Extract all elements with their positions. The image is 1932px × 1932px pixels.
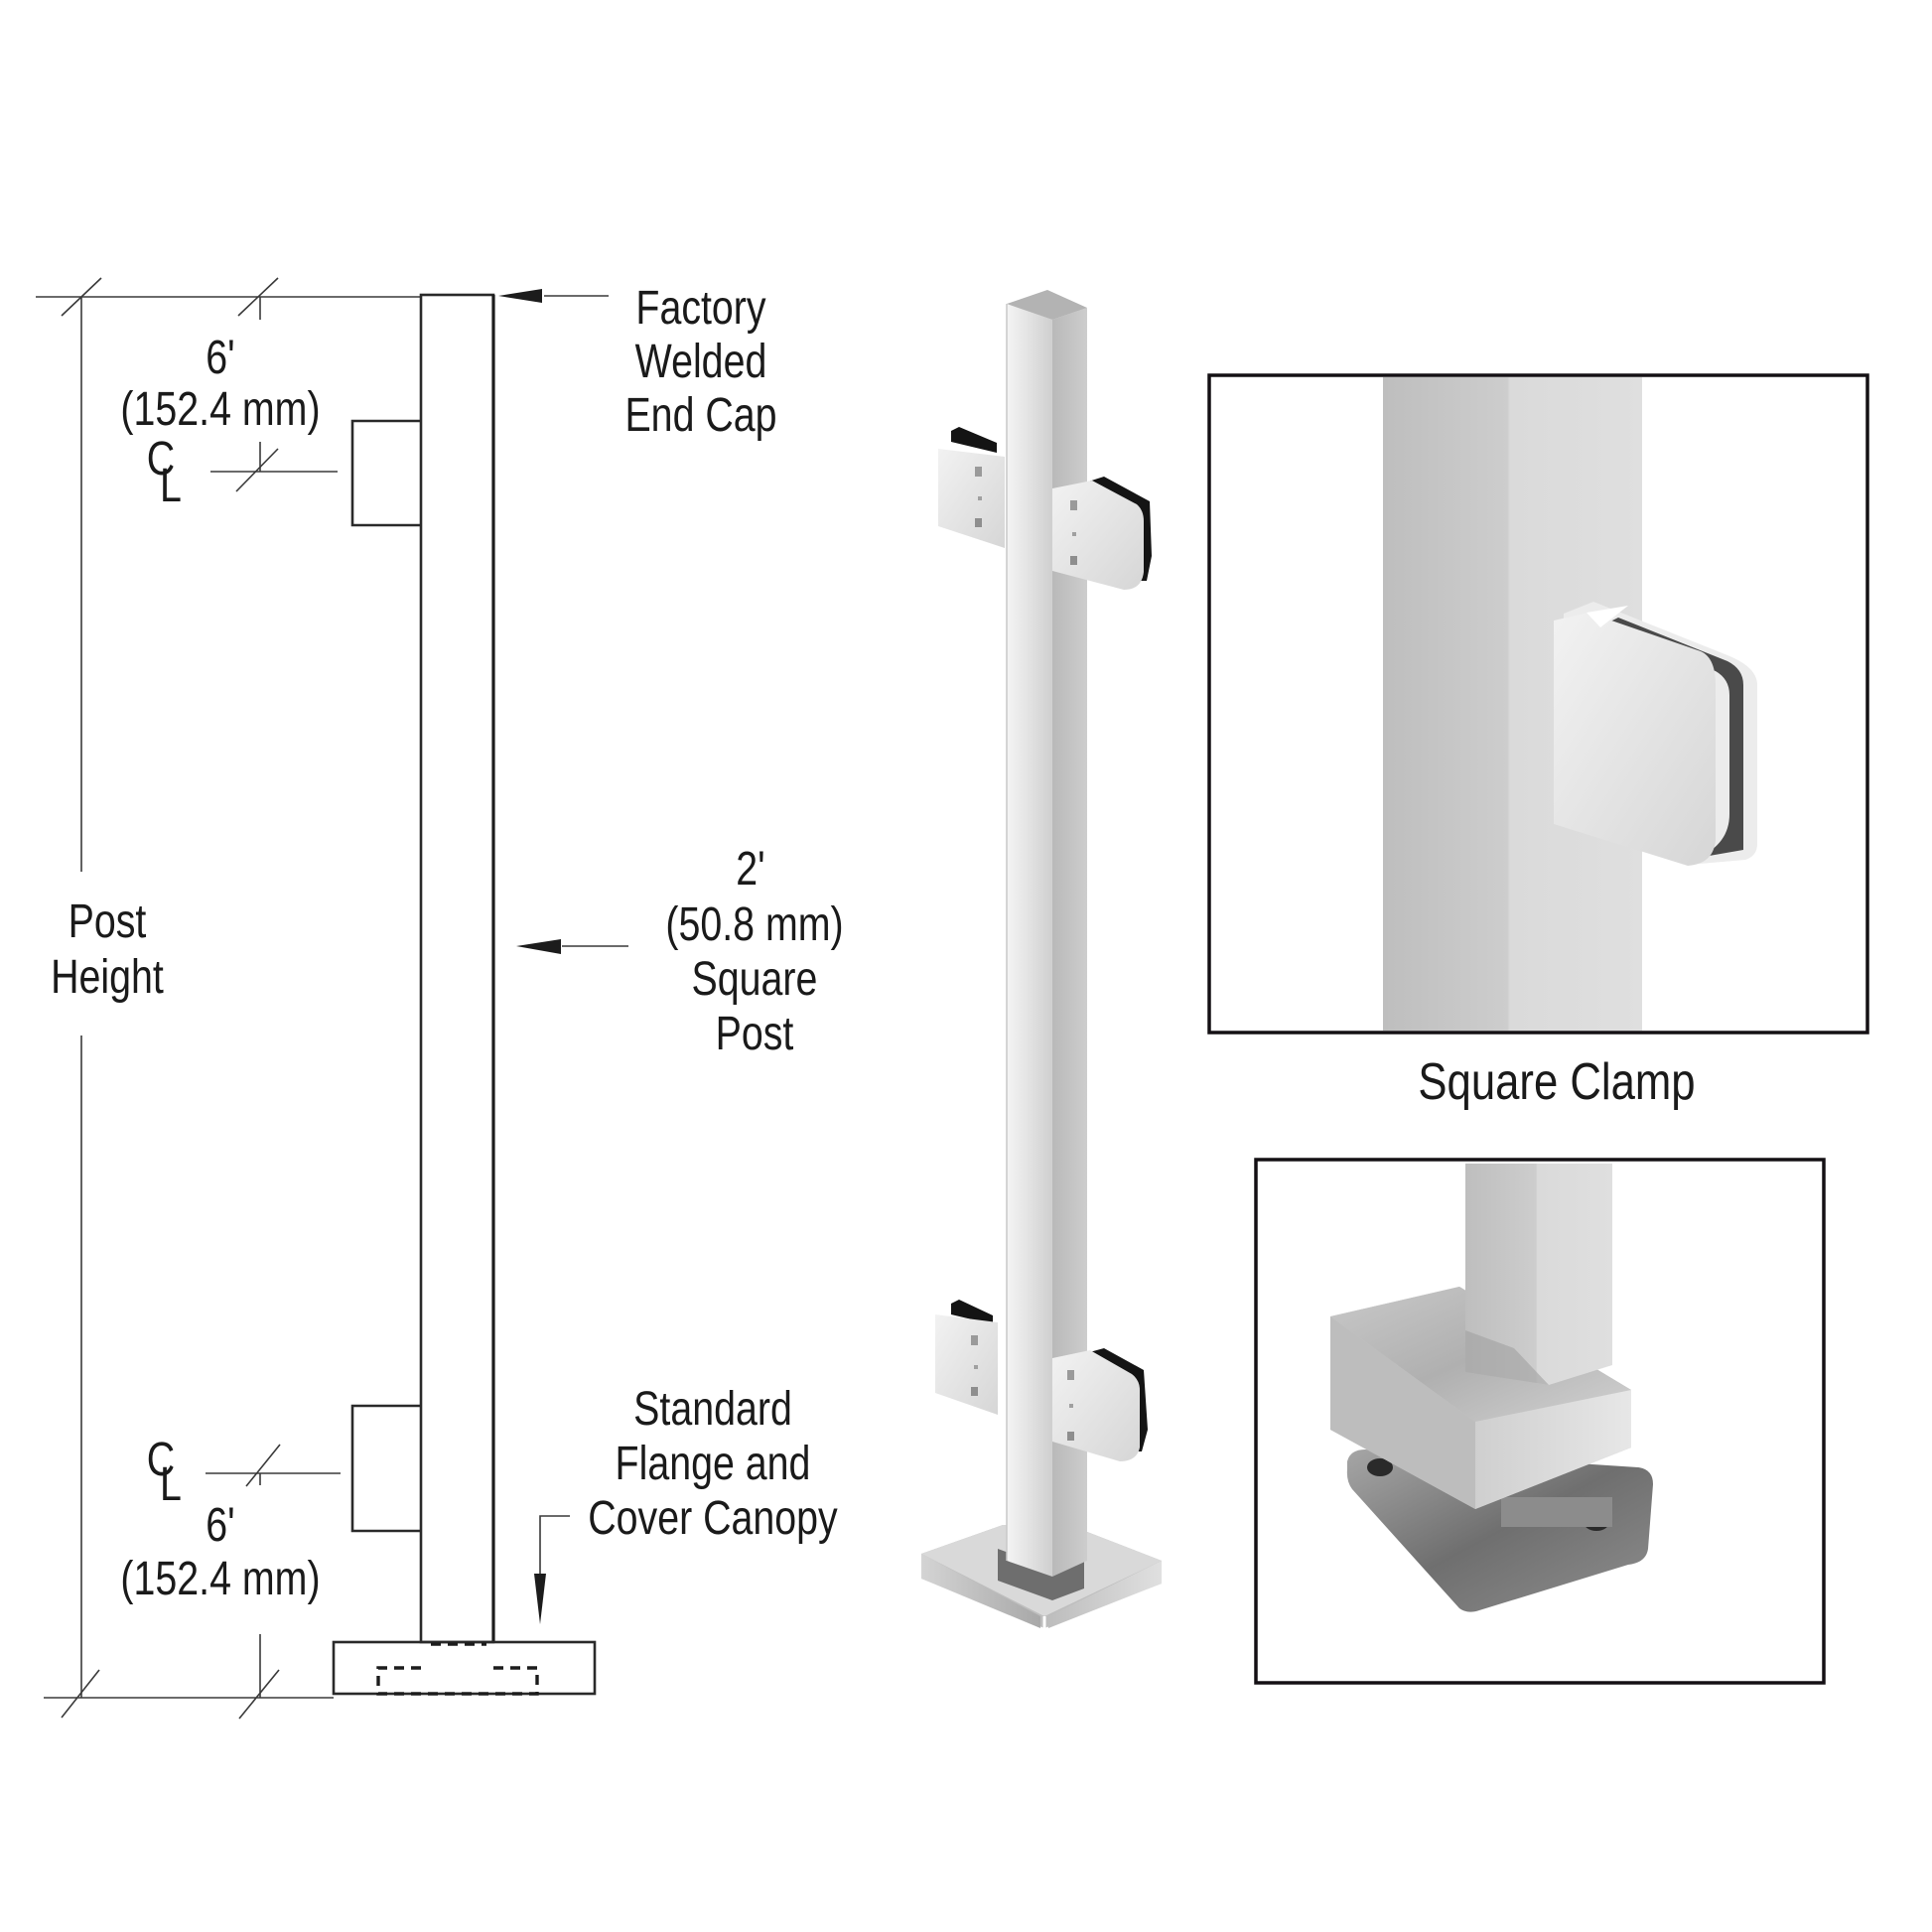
flange-cover-front-left	[1330, 1316, 1475, 1509]
post-height-label-line2: Height	[51, 950, 164, 1004]
clamp-screw	[1067, 1432, 1074, 1441]
top-offset-metric: (152.4 mm)	[120, 382, 320, 436]
centerline-symbol-l: L	[160, 459, 182, 512]
clamp-body	[938, 449, 1005, 548]
end-cap-label-line3: End Cap	[624, 388, 776, 442]
tick-mark	[237, 277, 279, 317]
flange-outline	[332, 1640, 597, 1696]
mounting-hole	[1367, 1458, 1393, 1476]
post-size-type: Post	[716, 1007, 794, 1060]
base-plate-front-right	[1048, 1561, 1162, 1628]
centerline-symbol-l: L	[160, 1457, 182, 1511]
flange-label-line1: Standard	[633, 1382, 792, 1436]
detail-clamp-face	[1554, 613, 1716, 866]
clamp-screw	[971, 1387, 978, 1396]
flange-arrowhead	[534, 1574, 546, 1624]
post-size-shape: Square	[692, 952, 818, 1006]
centerline-symbol-c: C	[147, 432, 175, 485]
bottom-clamp-outline	[350, 1404, 421, 1533]
detail-clamp-gasket	[1598, 618, 1743, 858]
end-cap-arrowhead	[498, 289, 542, 303]
post-side-face	[1052, 308, 1087, 1577]
mounting-plate	[1346, 1449, 1653, 1612]
post-front-face	[1007, 304, 1052, 1577]
post-size-imperial: 2'	[736, 842, 764, 896]
detail-post	[1465, 1164, 1612, 1385]
top-clamp-outline	[350, 419, 421, 527]
detail-clamp-highlight	[1587, 606, 1628, 627]
detail-post-shadow	[1465, 1330, 1549, 1385]
flange-label-line3: Cover Canopy	[588, 1491, 838, 1545]
bottom-offset-metric: (152.4 mm)	[120, 1552, 320, 1605]
clamp-screw	[974, 1365, 978, 1369]
post-3d-render	[921, 290, 1162, 1628]
flange-cover-front-right	[1475, 1390, 1631, 1509]
clamp-screw	[1069, 1404, 1073, 1408]
post-size-arrowhead	[516, 939, 561, 954]
end-cap-label-line1: Factory	[635, 281, 765, 335]
flange-label-line2: Flange and	[616, 1437, 811, 1490]
clamp-gasket	[951, 1300, 993, 1324]
clamp-screw	[1067, 1370, 1074, 1380]
clamp-screw	[1070, 500, 1077, 510]
flange-detail	[1254, 1158, 1826, 1685]
clamp-lower-right	[1052, 1348, 1148, 1461]
square-clamp-detail: Square Clamp	[1207, 373, 1869, 1111]
post-outline	[419, 293, 495, 1644]
top-offset-imperial: 6'	[206, 331, 234, 384]
tick-mark	[61, 277, 102, 317]
end-cap-label-line2: Welded	[635, 335, 767, 388]
centerline-symbol-c: C	[147, 1433, 175, 1486]
bottom-offset-imperial: 6'	[206, 1498, 234, 1552]
clamp-screw	[975, 518, 982, 527]
post-height-label-line1: Post	[69, 895, 147, 948]
flange-neck	[1501, 1497, 1612, 1527]
tick-mark	[238, 1669, 280, 1720]
tick-mark	[235, 448, 279, 492]
clamp-screw	[975, 467, 982, 477]
flange-leader	[539, 1515, 570, 1579]
clamp-screw	[1072, 532, 1076, 536]
clamp-screw	[971, 1335, 978, 1345]
post-size-metric: (50.8 mm)	[665, 897, 843, 951]
post-end-cap	[1007, 290, 1087, 320]
technical-drawing: 6' (152.4 mm) C L C L 6' (152.4 mm) Post…	[36, 277, 844, 1720]
clamp-body	[935, 1314, 998, 1415]
square-clamp-caption: Square Clamp	[1418, 1054, 1695, 1111]
clamp-gasket	[1082, 477, 1152, 581]
clamp-upper-right	[1052, 477, 1152, 590]
tick-mark	[61, 1669, 100, 1719]
clamp-screw	[1070, 556, 1077, 565]
clamp-lower-left	[935, 1300, 998, 1415]
clamp-gasket	[951, 427, 997, 453]
clamp-screw	[978, 496, 982, 500]
clamp-upper-left	[938, 427, 1005, 548]
tick-mark	[245, 1444, 281, 1487]
canopy-hidden-outline	[376, 1666, 539, 1696]
base-plate-front-left	[921, 1554, 1040, 1628]
